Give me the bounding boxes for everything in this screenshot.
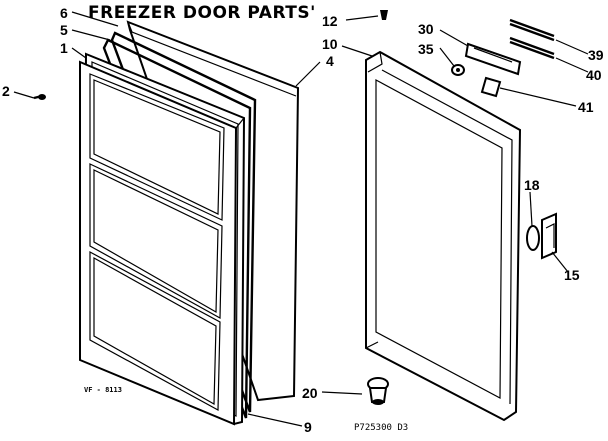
handle-part <box>541 212 557 260</box>
plug-part <box>526 225 540 251</box>
callout-30: 30 <box>418 21 434 37</box>
door-frame-part <box>365 50 522 422</box>
drawing-code: VF - 8113 <box>84 386 122 394</box>
washer-part <box>451 64 465 76</box>
leader-lines <box>13 11 589 427</box>
door-frame-outer <box>365 50 522 422</box>
callout-10: 10 <box>322 36 338 52</box>
callout-15: 15 <box>564 267 580 283</box>
diagram-title: FREEZER DOOR PARTS' <box>88 3 316 23</box>
screw-part <box>33 94 46 100</box>
bracket-pins <box>509 18 555 60</box>
hinge-bracket-part <box>464 42 522 76</box>
callout-5: 5 <box>60 22 68 38</box>
door-gasket-inner <box>102 38 252 419</box>
callout-12: 12 <box>322 13 338 29</box>
top-screw-part <box>380 10 388 20</box>
callout-40: 40 <box>586 67 602 83</box>
callout-4: 4 <box>326 53 334 69</box>
door-shelf-bottom <box>89 250 221 411</box>
callout-41: 41 <box>578 99 594 115</box>
bottom-bushing-part <box>367 377 389 405</box>
callout-18: 18 <box>524 177 540 193</box>
callout-2: 2 <box>2 83 10 99</box>
callout-labels: 6 5 1 2 4 12 10 30 35 39 40 41 18 15 20 … <box>2 5 604 435</box>
callout-35: 35 <box>418 41 434 57</box>
cam-part <box>480 76 502 98</box>
door-panel-assembly <box>79 20 300 426</box>
part-number: P725300 D3 <box>354 423 408 433</box>
callout-39: 39 <box>588 47 604 63</box>
callout-1: 1 <box>60 40 68 56</box>
door-gasket-outer <box>110 31 257 413</box>
door-shelf-top <box>89 73 225 221</box>
callout-6: 6 <box>60 5 68 21</box>
callout-9: 9 <box>304 419 312 435</box>
door-shelf-middle <box>89 163 223 320</box>
callout-20: 20 <box>302 385 318 401</box>
